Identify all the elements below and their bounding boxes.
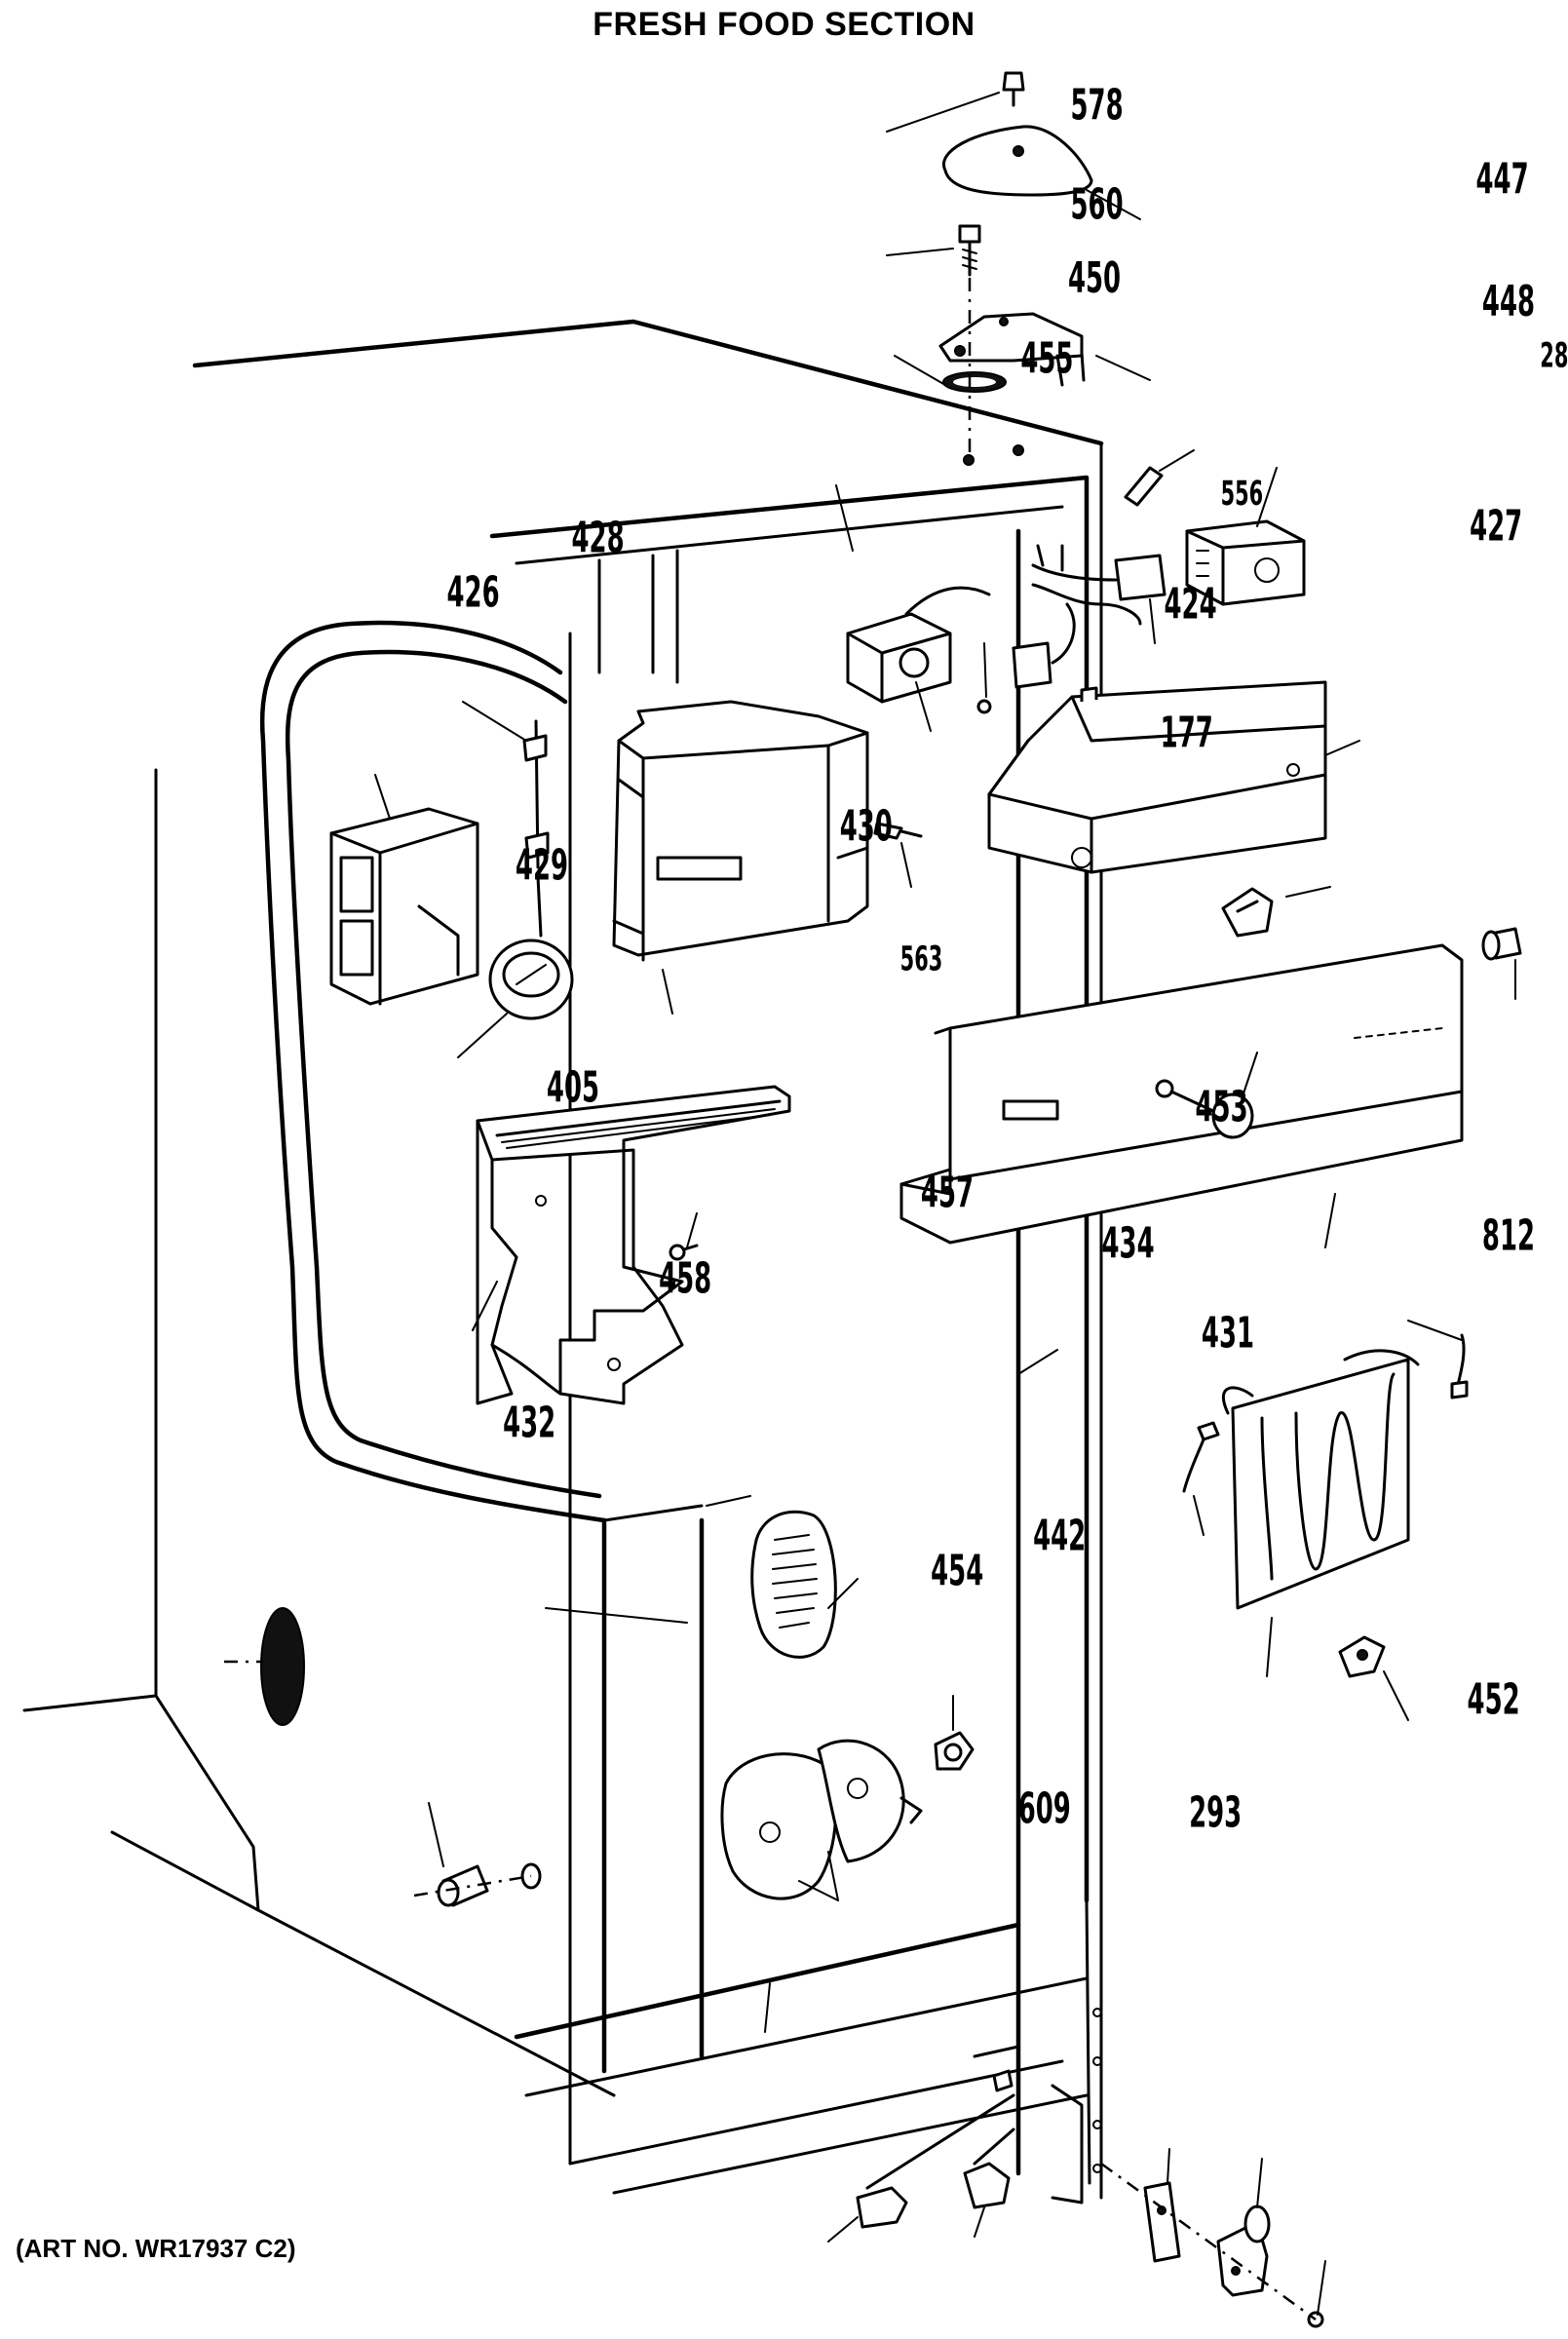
part-424-switch: [846, 586, 991, 704]
part-428-sensor: [522, 719, 550, 938]
part-810-heater: [1221, 1349, 1420, 1610]
label-434: 434: [1102, 1220, 1155, 1269]
part-177-screw: [873, 822, 923, 840]
part-563-screw: [669, 1244, 699, 1261]
label-442: 442: [1033, 1513, 1086, 1561]
part-427-wiring-harness: [1012, 544, 1166, 689]
label-426: 426: [447, 569, 500, 618]
label-427: 427: [1470, 503, 1522, 552]
label-457: 457: [921, 1170, 974, 1218]
part-426-damper: [329, 807, 479, 1006]
part-556-screw: [976, 699, 992, 714]
bottom-hinge-center-line: [1100, 2162, 1317, 2321]
label-280: 280: [1540, 335, 1568, 375]
part-442-light-assembly: [720, 1739, 923, 1900]
part-812-wire-b: [1182, 1421, 1220, 1493]
label-429: 429: [516, 842, 568, 891]
leader-lines: [374, 92, 1516, 2316]
hinge-hole-2: [1013, 444, 1024, 456]
label-430: 430: [840, 803, 893, 852]
label-556: 556: [1221, 473, 1264, 513]
part-432-socket: [413, 1862, 542, 1907]
part-257-timer: [1185, 519, 1306, 606]
part-434-grille: [750, 1510, 837, 1659]
label-405: 405: [547, 1064, 599, 1113]
label-609: 609: [1018, 1785, 1071, 1834]
diagram-title: FRESH FOOD SECTION: [593, 6, 975, 43]
part-812-wire-a: [1450, 1333, 1469, 1400]
label-431: 431: [1202, 1310, 1254, 1359]
part-405-duct: [476, 1085, 791, 1405]
part-423-bulb: [1481, 927, 1522, 961]
part-labels: 578 447 560 450 448 455 280 257 556 427 …: [447, 82, 1568, 1838]
part-560-screw: [958, 224, 981, 277]
label-578: 578: [1071, 82, 1124, 131]
label-450: 450: [1068, 254, 1121, 303]
label-448: 448: [1482, 278, 1535, 326]
part-452-plate: [1143, 2181, 1181, 2263]
label-454: 454: [931, 1548, 983, 1596]
label-453: 453: [1196, 1084, 1248, 1132]
part-430-bracket: [612, 700, 869, 962]
label-812-bottom: 812: [1482, 1212, 1535, 1261]
label-432: 432: [503, 1400, 555, 1448]
part-578-screw: [1002, 71, 1025, 107]
part-280-fuse: [1124, 466, 1164, 507]
part-450-shim: [942, 371, 1007, 393]
part-447-cover: [941, 125, 1093, 197]
label-458: 458: [659, 1255, 711, 1304]
label-452: 452: [1468, 1676, 1520, 1725]
label-563: 563: [900, 939, 943, 978]
part-436-control-housing: [987, 680, 1327, 874]
part-431-bulb-socket: [934, 1731, 975, 1771]
cabinet-outline: [22, 319, 1104, 2205]
label-455: 455: [1020, 335, 1073, 384]
label-293: 293: [1189, 1789, 1242, 1838]
label-560: 560: [1071, 181, 1124, 230]
part-451-hinge: [1216, 2205, 1271, 2297]
label-428: 428: [572, 515, 625, 563]
part-448-hinge: [938, 312, 1086, 387]
part-425-knob: [1155, 1079, 1254, 1139]
part-609-switch: [856, 2093, 1015, 2229]
art-number: (ART NO. WR17937 C2): [16, 2234, 296, 2263]
label-447: 447: [1476, 156, 1529, 205]
hinge-hole: [963, 454, 975, 466]
part-293-switch: [963, 2069, 1015, 2209]
part-421-control-panel: [899, 943, 1464, 1245]
part-429-knob: [488, 939, 574, 1020]
label-177: 177: [1161, 709, 1213, 758]
label-424: 424: [1165, 581, 1217, 630]
part-811-clip: [1338, 1635, 1386, 1678]
part-435-clip: [1221, 887, 1274, 938]
